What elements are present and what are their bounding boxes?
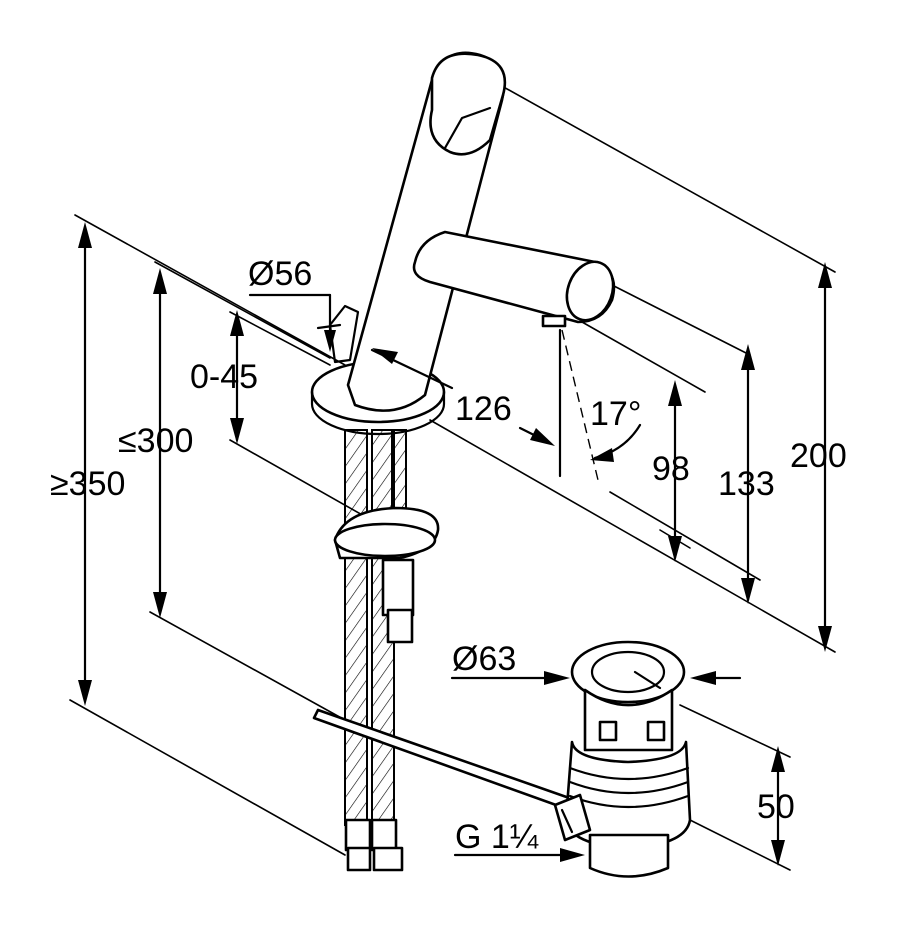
extension-lines [69, 84, 836, 871]
label-base-diameter: Ø56 [248, 255, 312, 293]
dimension-50 [771, 746, 785, 866]
waste-valve [553, 640, 692, 878]
supply-hoses [312, 429, 577, 872]
callout-o63 [450, 671, 742, 685]
callout-o56 [248, 293, 336, 352]
dimension-98 [668, 380, 682, 562]
dimension-133 [741, 344, 755, 604]
label-spout-angle: 17° [590, 395, 641, 433]
label-worktop-range: 0-45 [190, 358, 258, 396]
dimension-350 [78, 222, 92, 706]
label-waste-thread: G 1¼ [455, 818, 539, 856]
label-waste-diameter: Ø63 [452, 640, 516, 678]
dimension-200 [818, 262, 832, 652]
callout-126 [370, 328, 562, 478]
label-outlet-height: 98 [652, 450, 690, 488]
label-ground-width: ≥350 [50, 465, 125, 503]
label-max-thickness: ≤300 [118, 422, 193, 460]
label-waste-height: 50 [757, 788, 795, 826]
label-body-height: 133 [718, 465, 775, 503]
dimension-0-45 [230, 310, 244, 444]
dimension-300 [153, 268, 167, 618]
label-spout-reach: 126 [455, 390, 512, 428]
callout-g114 [453, 848, 585, 862]
faucet [310, 51, 616, 436]
label-total-height: 200 [790, 437, 847, 475]
callout-17deg [561, 329, 642, 481]
